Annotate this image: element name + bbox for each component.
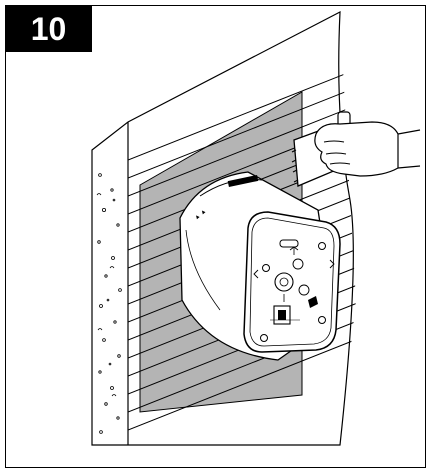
mounting-box-icon: ▲ ▲ — [179, 171, 341, 361]
hand-icon — [314, 111, 421, 177]
step-number-badge: 10 — [5, 5, 92, 52]
